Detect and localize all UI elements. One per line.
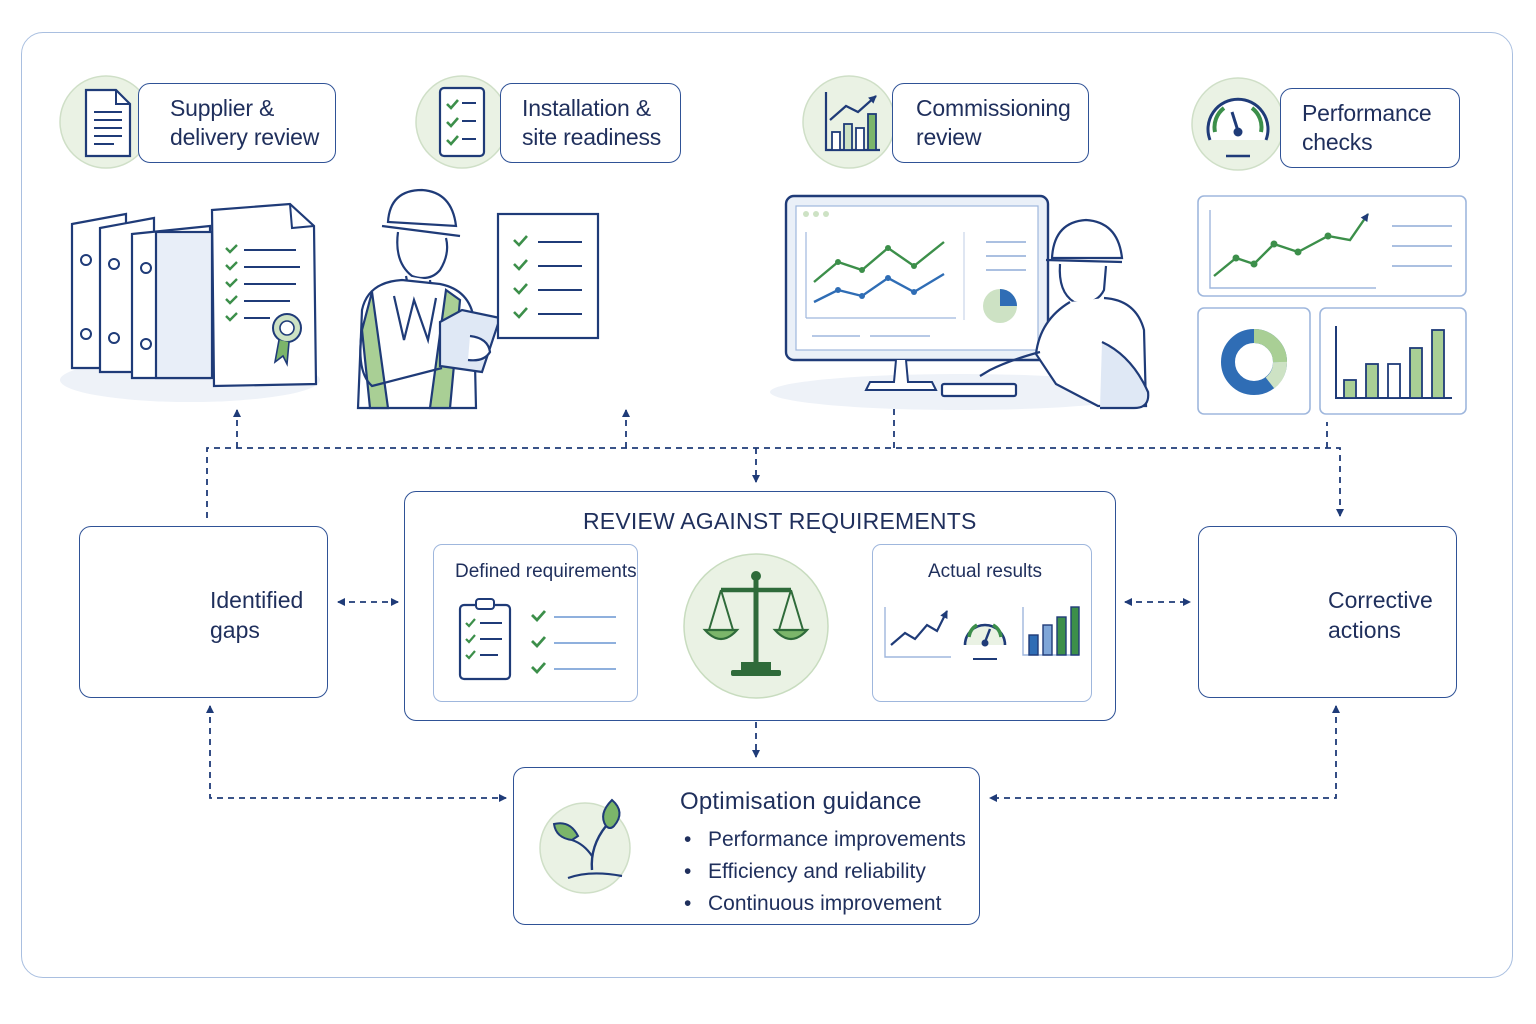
stage-label: Performance checks [1302, 100, 1432, 155]
review-requirements-box: REVIEW AGAINST REQUIREMENTS Defined requ… [404, 491, 1116, 721]
actual-results-panel: Actual results [872, 544, 1092, 702]
rising-bar-chart-icon [802, 75, 896, 169]
optimisation-guidance-box: Optimisation guidance Performance improv… [513, 767, 980, 925]
corrective-actions-box: Corrective actions [1198, 526, 1457, 698]
stage-label: Supplier & delivery review [170, 95, 320, 150]
actual-results-label: Actual results [928, 561, 1043, 582]
binders-certificate-illustration [60, 202, 320, 402]
list-item: Efficiency and reliability [680, 856, 966, 888]
optimisation-guidance-title: Optimisation guidance [680, 788, 922, 815]
defined-requirements-panel: Defined requirements [433, 544, 638, 702]
stage-label: Installation & site readiness [522, 95, 662, 150]
corrective-actions-label: Corrective actions [1328, 587, 1433, 643]
actual-results-charts-icon [884, 606, 1080, 660]
identified-gaps-label: Identified gaps [210, 587, 304, 643]
stage-label: Commissioning review [916, 95, 1071, 150]
list-item: Performance improvements [680, 824, 966, 856]
engineer-tablet-illustration [356, 188, 600, 410]
stage-performance-checks: Performance checks [1280, 88, 1460, 168]
defined-requirements-clipboard-icon [458, 598, 616, 681]
performance-dashboards-illustration [1197, 195, 1467, 415]
list-item: Continuous improvement [680, 888, 966, 920]
stage-installation-readiness: Installation & site readiness [500, 83, 681, 163]
balance-scale-icon [683, 553, 829, 699]
defined-requirements-label: Defined requirements [455, 561, 637, 582]
gauge-icon [1191, 77, 1285, 171]
review-title: REVIEW AGAINST REQUIREMENTS [583, 508, 977, 534]
guidance-list: Performance improvements Efficiency and … [680, 824, 966, 920]
stage-commissioning-review: Commissioning review [892, 83, 1089, 163]
connector-gaps-guidance [206, 705, 507, 802]
stage-supplier-delivery: Supplier & delivery review [138, 83, 336, 163]
monitor-workstation-illustration [770, 194, 1150, 410]
outer-frame [21, 32, 1513, 978]
connector-corrective-guidance [989, 705, 1340, 802]
connector-lines [206, 391, 1344, 802]
identified-gaps-box: Identified gaps [79, 526, 328, 698]
connector-top-bus [206, 447, 1344, 518]
sprout-icon [539, 798, 631, 894]
checklist-icon [415, 75, 509, 169]
